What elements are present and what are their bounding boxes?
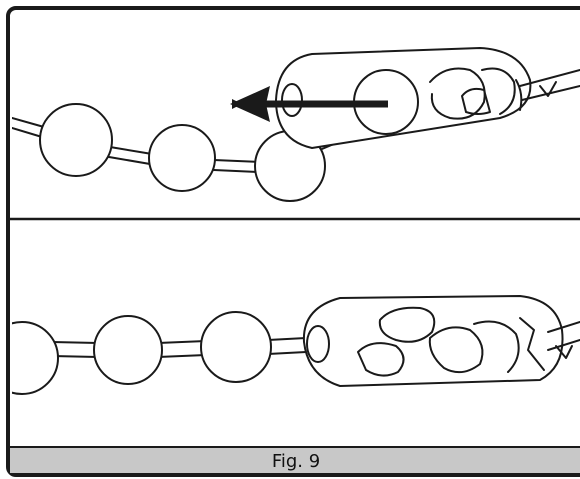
connector-bottom — [302, 295, 580, 387]
chain-ball — [148, 124, 216, 192]
figure-caption: Fig. 9 — [272, 451, 320, 472]
chain-links-bottom — [51, 337, 307, 358]
panel-bottom — [12, 295, 580, 395]
chain-ball — [12, 321, 59, 395]
chain-balls-bottom — [12, 311, 272, 395]
chain-ball — [200, 311, 272, 383]
chain-balls-top — [39, 103, 326, 202]
panel-top — [12, 47, 580, 202]
chain-ball — [39, 103, 113, 177]
direction-arrowhead — [230, 86, 270, 122]
chain-ball — [93, 315, 163, 385]
connector-top — [275, 47, 580, 149]
caption-bar — [10, 448, 580, 473]
